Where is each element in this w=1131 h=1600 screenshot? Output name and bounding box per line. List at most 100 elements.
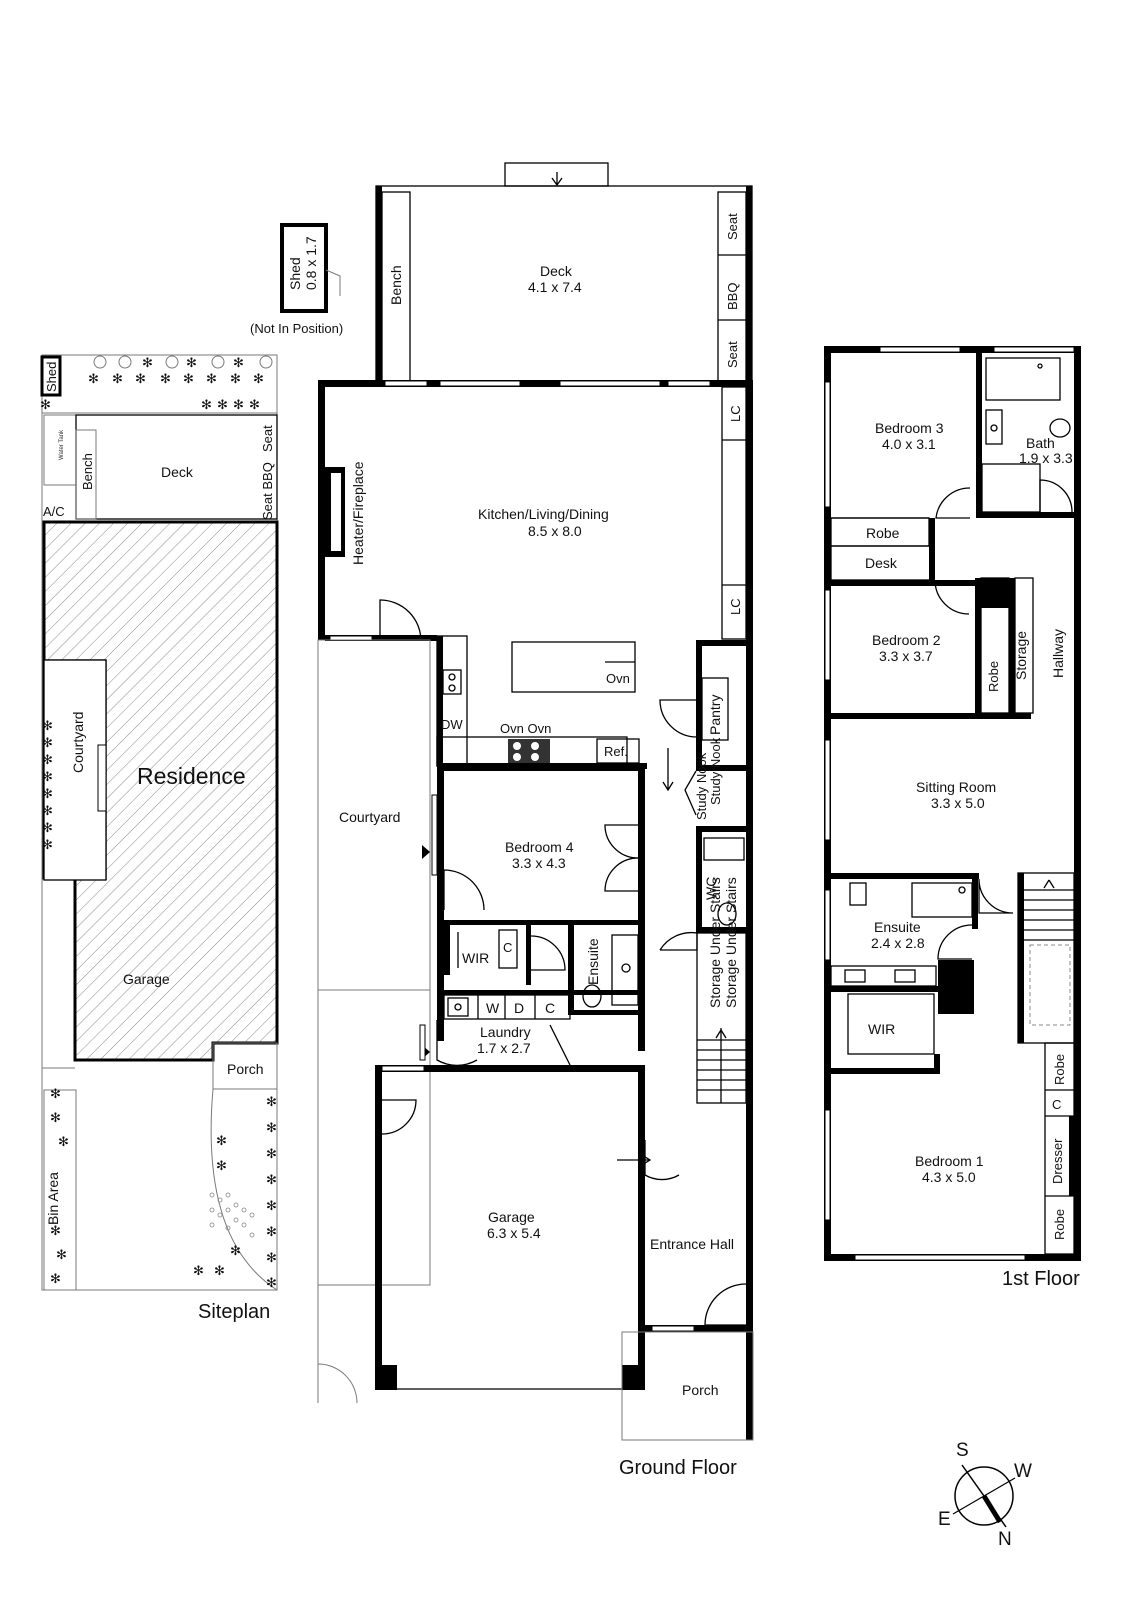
siteplan-water-tank-label: Water Tank xyxy=(59,429,65,460)
shed-size: 0.8 x 1.7 xyxy=(303,236,319,290)
svg-text:✻: ✻ xyxy=(183,371,194,386)
compass-e: E xyxy=(938,1509,951,1530)
shed-outbuilding: Shed 0.8 x 1.7 (Not In Position) xyxy=(250,223,343,336)
fridge-label: Ref. xyxy=(604,744,628,759)
entrance-hall-label: Entrance Hall xyxy=(650,1236,734,1252)
shed-label: Shed xyxy=(287,257,303,290)
svg-text:✻: ✻ xyxy=(266,1172,277,1187)
svg-text:✻: ✻ xyxy=(266,1224,277,1239)
svg-text:✻: ✻ xyxy=(233,355,244,370)
ensuite-first-name: Ensuite xyxy=(874,919,921,935)
bedroom3-size: 4.0 x 3.1 xyxy=(882,436,936,452)
svg-text:✻: ✻ xyxy=(50,1086,61,1101)
garage-name: Garage xyxy=(488,1209,535,1225)
deck-seat-top-label: Seat xyxy=(725,213,740,240)
svg-text:✻: ✻ xyxy=(266,1094,277,1109)
svg-text:✻: ✻ xyxy=(186,355,197,370)
wir-first-label: WIR xyxy=(868,1021,895,1037)
bedroom2-robe-label: Robe xyxy=(986,661,1001,692)
svg-text:✻: ✻ xyxy=(266,1198,277,1213)
dresser-label: Dresser xyxy=(1050,1138,1065,1184)
study-nook-label: Study Nook xyxy=(694,752,709,820)
bedroom4-wir-label: WIR xyxy=(462,950,489,966)
garden-plants-icon: ✻✻✻ ✻✻✻ ✻✻✻ ✻✻ ✻✻✻ ✻✻ xyxy=(40,355,273,412)
svg-text:✻: ✻ xyxy=(230,1243,241,1258)
heater-fireplace-label: Heater/Fireplace xyxy=(350,461,366,565)
siteplan-courtyard-label: Courtyard xyxy=(70,712,86,773)
storage-label: Storage xyxy=(1013,631,1029,680)
ground-floor: Bench Seat BBQ Seat Deck 4.1 x 7.4 Heate… xyxy=(317,162,754,1479)
svg-text:✻: ✻ xyxy=(135,371,146,386)
dryer-label: D xyxy=(514,1000,524,1016)
svg-text:✻: ✻ xyxy=(40,397,51,412)
bedroom3-robe-label: Robe xyxy=(866,525,900,541)
compass-icon: S W E N xyxy=(938,1440,1032,1550)
svg-text:✻: ✻ xyxy=(42,803,53,818)
svg-text:✻: ✻ xyxy=(42,837,53,852)
siteplan-shed-label: Shed xyxy=(44,362,59,392)
lc-top-label: LC xyxy=(728,405,743,422)
siteplan-ac-label: A/C xyxy=(43,504,65,519)
svg-text:✻: ✻ xyxy=(88,371,99,386)
svg-text:✻: ✻ xyxy=(217,397,228,412)
siteplan-deck-label: Deck xyxy=(161,464,194,480)
svg-text:✻: ✻ xyxy=(56,1247,67,1262)
laundry-name: Laundry xyxy=(480,1024,531,1040)
wc-label: WC xyxy=(703,877,719,900)
desk-label: Desk xyxy=(865,555,898,571)
storage-under-stairs-label-2: Storage Under Stairs xyxy=(723,877,739,1008)
svg-text:✻: ✻ xyxy=(50,1271,61,1286)
svg-text:✻: ✻ xyxy=(266,1120,277,1135)
bedroom4-size: 3.3 x 4.3 xyxy=(512,855,566,871)
svg-text:✻: ✻ xyxy=(42,820,53,835)
sitting-room-name: Sitting Room xyxy=(916,779,996,795)
svg-text:✻: ✻ xyxy=(266,1250,277,1265)
siteplan-garage-label: Garage xyxy=(123,971,170,987)
compass-s: S xyxy=(956,1440,969,1461)
siteplan-bin-area-label: Bin Area xyxy=(45,1172,61,1225)
siteplan-seat-label: Seat xyxy=(260,425,275,452)
svg-text:✻: ✻ xyxy=(160,371,171,386)
svg-text:✻: ✻ xyxy=(253,371,264,386)
svg-text:✻: ✻ xyxy=(42,718,53,733)
hallway-label: Hallway xyxy=(1050,629,1066,678)
bedroom3-name: Bedroom 3 xyxy=(875,420,944,436)
svg-text:✻: ✻ xyxy=(201,397,212,412)
deck-name: Deck xyxy=(540,263,573,279)
svg-text:✻: ✻ xyxy=(42,769,53,784)
bedroom1-robe-top-label: Robe xyxy=(1052,1054,1067,1085)
siteplan-title: Siteplan xyxy=(198,1301,270,1323)
siteplan: ✻✻✻ ✻✻✻ ✻✻✻ ✻✻ ✻✻✻ ✻✻ Shed Water Tank Be… xyxy=(40,354,279,1323)
svg-text:✻: ✻ xyxy=(50,1223,61,1238)
lc-bottom-label: LC xyxy=(728,598,743,615)
svg-text:✻: ✻ xyxy=(230,371,241,386)
svg-text:✻: ✻ xyxy=(233,397,244,412)
siteplan-bench-label: Bench xyxy=(80,453,95,490)
deck-bench-label: Bench xyxy=(388,265,404,305)
svg-text:✻: ✻ xyxy=(249,397,260,412)
svg-text:✻: ✻ xyxy=(42,735,53,750)
dishwasher-label: DW xyxy=(441,717,463,732)
svg-text:✻: ✻ xyxy=(266,1275,277,1290)
svg-text:✻: ✻ xyxy=(266,1146,277,1161)
svg-text:✻: ✻ xyxy=(58,1134,69,1149)
bedroom2-size: 3.3 x 3.7 xyxy=(879,648,933,664)
svg-text:✻: ✻ xyxy=(214,1263,225,1278)
first-floor: Bedroom 3 4.0 x 3.1 Robe Bath 1.9 x 3.3 … xyxy=(824,346,1081,1290)
pantry-label: Pantry xyxy=(707,695,723,735)
compass-w: W xyxy=(1014,1461,1032,1482)
cooktop-ovens-label: Ovn Ovn xyxy=(500,721,551,736)
island-oven-label: Ovn xyxy=(606,671,630,686)
svg-text:✻: ✻ xyxy=(42,786,53,801)
deck-size: 4.1 x 7.4 xyxy=(528,279,582,295)
ground-floor-title: Ground Floor xyxy=(619,1457,737,1479)
ensuite-ground-label: Ensuite xyxy=(585,938,601,985)
svg-text:✻: ✻ xyxy=(216,1158,227,1173)
svg-text:✻: ✻ xyxy=(193,1263,204,1278)
siteplan-porch-label: Porch xyxy=(227,1061,264,1077)
compass-n: N xyxy=(998,1529,1012,1550)
bedroom1-size: 4.3 x 5.0 xyxy=(922,1169,976,1185)
porch-label: Porch xyxy=(682,1382,719,1398)
svg-text:✻: ✻ xyxy=(42,752,53,767)
